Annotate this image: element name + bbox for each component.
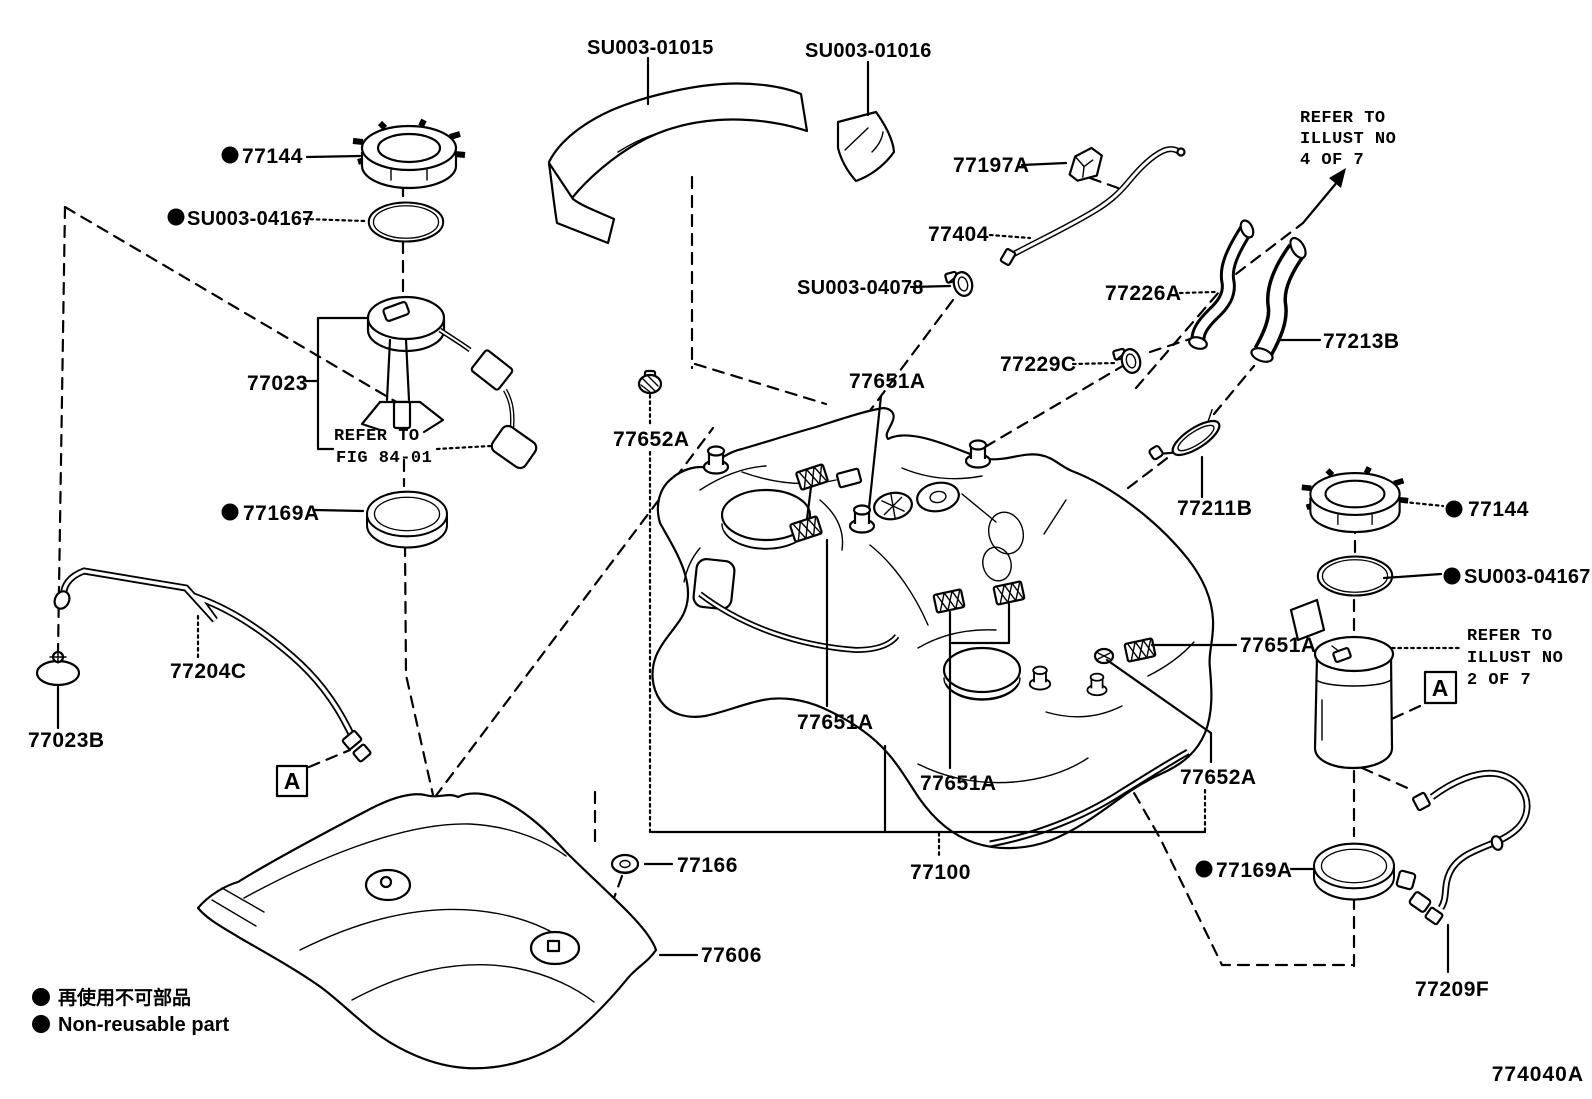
non-reusable-bullet-icon bbox=[1195, 860, 1213, 878]
note-refer-illust4-line3: 4 OF 7 bbox=[1300, 151, 1364, 170]
non-reusable-bullet-icon bbox=[1443, 567, 1461, 585]
part-label-77229c[interactable]: 77229C bbox=[1000, 353, 1077, 376]
legend-bullet-icon bbox=[32, 988, 50, 1006]
part-label-77652a-left[interactable]: 77652A bbox=[613, 428, 690, 451]
part-label-77651a-right[interactable]: 77651A bbox=[1240, 634, 1317, 657]
fuel-inlet-hose-77226a-drawing bbox=[1188, 219, 1255, 350]
legend: 再使用不可部品 Non-reusable part bbox=[58, 986, 229, 1036]
gasket-left-drawing bbox=[367, 201, 445, 243]
non-reusable-bullet-icon bbox=[221, 503, 239, 521]
part-label-su003-01016[interactable]: SU003-01016 bbox=[805, 40, 932, 62]
heat-shield-77606-drawing bbox=[196, 792, 658, 1070]
part-label-77651a-mid-left[interactable]: 77651A bbox=[797, 711, 874, 734]
note-refer-illust2-line3: 2 OF 7 bbox=[1467, 671, 1531, 690]
clamp-su003-04078-drawing bbox=[943, 267, 976, 301]
note-refer-fig-line1: REFER TO bbox=[334, 427, 420, 446]
part-label-77651a-mid[interactable]: 77651A bbox=[920, 772, 997, 795]
fuel-tank-drawing bbox=[651, 407, 1215, 850]
reference-notes: REFER TO FIG 84-01 REFER TO ILLUST NO 4 … bbox=[334, 109, 1563, 690]
fuel-tube-77204c-drawing bbox=[53, 567, 372, 763]
clip-77197a-drawing bbox=[1068, 146, 1103, 182]
part-label-77211b[interactable]: 77211B bbox=[1177, 497, 1252, 520]
part-label-77651a-top[interactable]: 77651A bbox=[849, 370, 926, 393]
lock-ring-right-drawing bbox=[1302, 467, 1408, 532]
part-label-77606[interactable]: 77606 bbox=[701, 944, 762, 967]
detail-marker-letter: A bbox=[284, 768, 301, 794]
part-label-77023b[interactable]: 77023B bbox=[28, 729, 105, 752]
part-label-77023[interactable]: 77023 bbox=[247, 372, 308, 395]
part-labels: SU003-01015 SU003-01016 77144 SU003-0416… bbox=[28, 37, 1591, 1001]
fuel-filler-hose-77213b-drawing bbox=[1250, 236, 1307, 363]
detail-marker-a-left: A bbox=[275, 764, 309, 798]
part-label-su003-04167-right[interactable]: SU003-04167 bbox=[1464, 566, 1591, 588]
part-label-77204c[interactable]: 77204C bbox=[170, 660, 247, 683]
non-reusable-bullet-icon bbox=[221, 146, 239, 164]
part-label-77404[interactable]: 77404 bbox=[928, 223, 989, 246]
part-label-77226a[interactable]: 77226A bbox=[1105, 282, 1182, 305]
breather-tube-77404-drawing bbox=[999, 146, 1186, 266]
legend-bullet-icon bbox=[32, 1015, 50, 1033]
lock-ring-left-drawing bbox=[353, 120, 465, 188]
part-label-su003-01015[interactable]: SU003-01015 bbox=[587, 37, 714, 59]
retainer-screw-77652a-drawing bbox=[637, 369, 663, 395]
legend-jp-text: 再使用不可部品 bbox=[58, 986, 191, 1009]
part-label-77100[interactable]: 77100 bbox=[910, 861, 971, 884]
non-reusable-bullet-icon bbox=[167, 208, 185, 226]
clamp-77229c-drawing bbox=[1111, 344, 1144, 378]
part-label-77197a[interactable]: 77197A bbox=[953, 154, 1030, 177]
retainer-screw bbox=[1093, 647, 1115, 665]
detail-marker-a-right: A bbox=[1423, 670, 1458, 705]
fuel-filter-assembly-drawing bbox=[1289, 598, 1395, 770]
protector-su003-01016-drawing bbox=[836, 110, 896, 183]
part-label-77652a-right[interactable]: 77652A bbox=[1180, 766, 1257, 789]
fuel-tube-77209f-drawing bbox=[1395, 769, 1531, 926]
seat-ring-right-drawing bbox=[1312, 842, 1396, 901]
clamp-77211b-drawing bbox=[1148, 408, 1221, 461]
protector-su003-01015-drawing bbox=[547, 82, 809, 245]
fuel-sender-77023-drawing bbox=[360, 295, 538, 470]
note-refer-fig-line2: FIG 84-01 bbox=[336, 449, 432, 468]
part-label-77213b[interactable]: 77213B bbox=[1323, 330, 1400, 353]
note-refer-illust2-line2: ILLUST NO bbox=[1467, 649, 1563, 668]
part-label-77169a-right[interactable]: 77169A bbox=[1216, 859, 1293, 882]
non-reusable-bullets bbox=[32, 146, 1463, 1033]
fuel-float-drawing bbox=[490, 424, 538, 470]
note-refer-illust4-line1: REFER TO bbox=[1300, 109, 1386, 128]
part-label-77144-left[interactable]: 77144 bbox=[242, 145, 303, 168]
legend-en-text: Non-reusable part bbox=[58, 1014, 229, 1036]
grommet-77166-drawing bbox=[610, 853, 640, 875]
refer-illust4-arrow bbox=[1301, 168, 1346, 225]
part-label-77169a-left[interactable]: 77169A bbox=[243, 502, 320, 525]
non-reusable-bullet-icon bbox=[1445, 500, 1463, 518]
part-label-77144-right[interactable]: 77144 bbox=[1468, 498, 1529, 521]
note-refer-illust2-line1: REFER TO bbox=[1467, 627, 1553, 646]
note-refer-illust4-line2: ILLUST NO bbox=[1300, 130, 1396, 149]
leader-lines bbox=[56, 56, 1464, 974]
detail-marker-letter: A bbox=[1432, 675, 1449, 701]
grommet-77023b-drawing bbox=[35, 650, 81, 687]
gasket-right-drawing bbox=[1316, 555, 1394, 597]
seat-ring-left-drawing bbox=[365, 490, 449, 549]
part-label-77209f[interactable]: 77209F bbox=[1415, 978, 1489, 1001]
part-label-77166[interactable]: 77166 bbox=[677, 854, 738, 877]
diagram-code: 774040A bbox=[1492, 1063, 1584, 1086]
part-label-su003-04078[interactable]: SU003-04078 bbox=[797, 277, 924, 299]
part-label-su003-04167-left[interactable]: SU003-04167 bbox=[187, 208, 314, 230]
